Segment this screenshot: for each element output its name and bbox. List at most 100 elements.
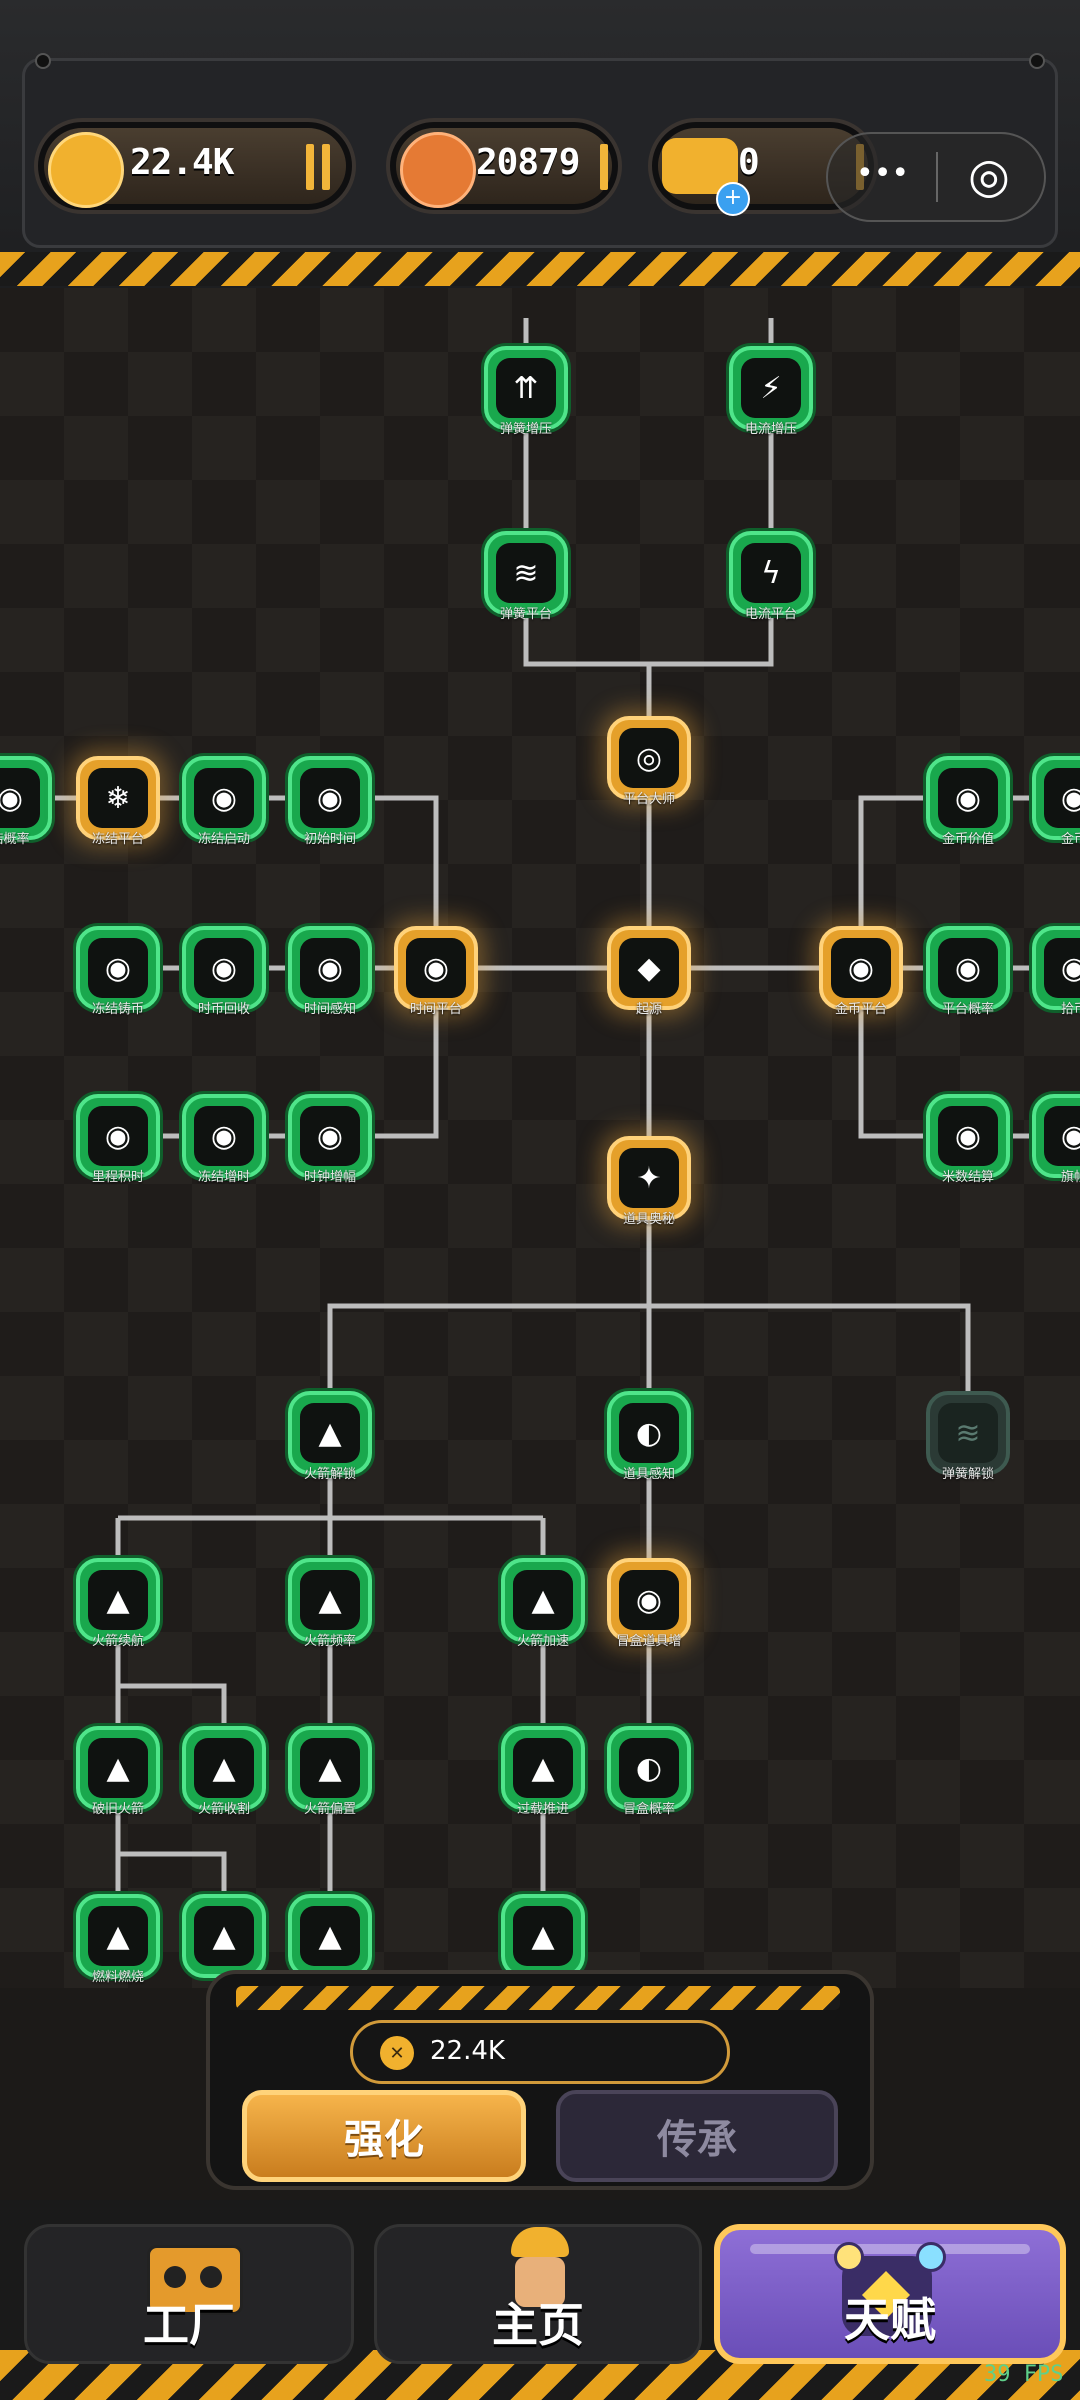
upgrade-button[interactable]: 强化 bbox=[242, 2090, 526, 2182]
talent-node[interactable]: ◉ bbox=[76, 1094, 160, 1178]
coin-counter[interactable]: 22.4K bbox=[34, 118, 356, 214]
talent-node[interactable]: ◉ bbox=[394, 926, 478, 1010]
talent-node[interactable]: ◉ bbox=[926, 926, 1010, 1010]
talent-node-icon: ◉ bbox=[1044, 1106, 1080, 1166]
crystal-bars-icon bbox=[600, 144, 612, 190]
talent-node[interactable]: ▲ bbox=[76, 1894, 160, 1978]
talent-node[interactable]: ◉ bbox=[76, 926, 160, 1010]
talent-node[interactable]: ◉ bbox=[926, 756, 1010, 840]
talent-node-icon: ◉ bbox=[831, 938, 891, 998]
talent-node[interactable]: ▲ bbox=[182, 1726, 266, 1810]
talent-node[interactable]: ▲ bbox=[288, 1894, 372, 1978]
talent-node-icon: ◉ bbox=[0, 768, 40, 828]
nav-home[interactable]: 主页 bbox=[374, 2224, 702, 2364]
talent-node[interactable]: ≋ bbox=[926, 1391, 1010, 1475]
talent-node-icon: ◉ bbox=[938, 938, 998, 998]
talent-node-icon: ◉ bbox=[194, 768, 254, 828]
talent-node[interactable]: ◉ bbox=[0, 756, 52, 840]
talent-node-icon: ▲ bbox=[300, 1738, 360, 1798]
nav-home-label: 主页 bbox=[492, 2298, 584, 2352]
talent-node-icon: ◉ bbox=[938, 768, 998, 828]
talent-node[interactable]: ◉ bbox=[182, 1094, 266, 1178]
talent-node[interactable]: ◉ bbox=[1032, 1094, 1080, 1178]
talent-node[interactable]: ◉ bbox=[1032, 926, 1080, 1010]
caution-stripe-panel bbox=[236, 1986, 840, 2010]
talent-node-label: 道具感知 bbox=[622, 1467, 675, 1482]
talent-node-icon: ▲ bbox=[300, 1403, 360, 1463]
talent-node-icon: ◉ bbox=[938, 1106, 998, 1166]
talent-node[interactable]: ▲ bbox=[76, 1726, 160, 1810]
talent-node[interactable]: ◉ bbox=[288, 756, 372, 840]
talent-node-label: 火箭收割 bbox=[197, 1802, 250, 1817]
talent-node-label: 里程积时 bbox=[91, 1170, 144, 1185]
talent-node-icon: ▲ bbox=[513, 1570, 573, 1630]
talent-node[interactable]: ▲ bbox=[501, 1726, 585, 1810]
talent-tree[interactable]: ⇈弹簧增压⚡电流增压≋弹簧平台ϟ电流平台◎平台大师◉结概率❄冻结平台◉冻结启动◉… bbox=[0, 288, 1080, 1988]
talent-node-label: 电流增压 bbox=[744, 422, 797, 437]
talent-node-label: 火箭解锁 bbox=[303, 1467, 356, 1482]
coin-icon bbox=[48, 132, 124, 208]
talent-node[interactable]: ◐ bbox=[607, 1726, 691, 1810]
more-icon[interactable]: ••• bbox=[856, 156, 910, 191]
talent-node[interactable]: ◉ bbox=[926, 1094, 1010, 1178]
talent-node[interactable]: ◆ bbox=[607, 926, 691, 1010]
talent-node[interactable]: ◉ bbox=[819, 926, 903, 1010]
talent-node-label: 弹簧增压 bbox=[499, 422, 552, 437]
cost-value: 22.4K bbox=[430, 2036, 505, 2066]
talent-node[interactable]: ◐ bbox=[607, 1391, 691, 1475]
talent-node[interactable]: ❄ bbox=[76, 756, 160, 840]
talent-node[interactable]: ▲ bbox=[288, 1558, 372, 1642]
talent-node-label: 火箭加速 bbox=[516, 1634, 569, 1649]
rivet-icon bbox=[35, 53, 51, 69]
talent-node-icon: ⚡ bbox=[741, 358, 801, 418]
talent-node[interactable]: ▲ bbox=[501, 1894, 585, 1978]
nav-talent-label: 天赋 bbox=[844, 2293, 936, 2347]
talent-node-icon: ▲ bbox=[194, 1738, 254, 1798]
talent-node-label: 时间平台 bbox=[409, 1002, 462, 1017]
crystal-counter[interactable]: 20879 bbox=[386, 118, 622, 214]
talent-node-icon: ▲ bbox=[300, 1570, 360, 1630]
talent-node-label: 拾币 bbox=[1060, 1002, 1080, 1017]
talent-node-label: 道具奥秘 bbox=[622, 1212, 675, 1227]
talent-node[interactable]: ◉ bbox=[288, 926, 372, 1010]
talent-node[interactable]: ◉ bbox=[182, 926, 266, 1010]
talent-node-label: 过载推进 bbox=[516, 1802, 569, 1817]
talent-node[interactable]: ◉ bbox=[607, 1558, 691, 1642]
inherit-button[interactable]: 传承 bbox=[556, 2090, 838, 2182]
plus-icon[interactable]: + bbox=[716, 182, 750, 216]
close-target-icon[interactable]: ◎ bbox=[968, 148, 1010, 204]
talent-node[interactable]: ▲ bbox=[288, 1391, 372, 1475]
talent-node-icon: ◉ bbox=[1044, 938, 1080, 998]
talent-node-label: 起源 bbox=[635, 1002, 662, 1017]
talent-node-label: 火箭频率 bbox=[303, 1634, 356, 1649]
talent-node[interactable]: ✦ bbox=[607, 1136, 691, 1220]
talent-node-label: 冻结铸币 bbox=[91, 1002, 144, 1017]
talent-node-label: 金币 bbox=[1060, 832, 1080, 847]
caution-stripe-top bbox=[0, 252, 1080, 286]
talent-node[interactable]: ◎ bbox=[607, 716, 691, 800]
talent-node[interactable]: ϟ bbox=[729, 531, 813, 615]
crystal-value: 20879 bbox=[476, 142, 580, 183]
talent-node-icon: ▲ bbox=[300, 1906, 360, 1966]
coin-icon: ✕ bbox=[380, 2036, 414, 2070]
talent-node-label: 平台概率 bbox=[941, 1002, 994, 1017]
talent-node-icon: ◉ bbox=[300, 1106, 360, 1166]
talent-node[interactable]: ▲ bbox=[182, 1894, 266, 1978]
talent-node-icon: ⇈ bbox=[496, 358, 556, 418]
talent-node-icon: ◉ bbox=[194, 938, 254, 998]
talent-node[interactable]: ◉ bbox=[182, 756, 266, 840]
nav-talent[interactable]: 天赋 bbox=[714, 2224, 1066, 2364]
talent-node[interactable]: ⚡ bbox=[729, 346, 813, 430]
nav-factory[interactable]: 工厂 bbox=[24, 2224, 354, 2364]
talent-node-icon: ◉ bbox=[300, 768, 360, 828]
talent-node[interactable]: ◉ bbox=[1032, 756, 1080, 840]
talent-node[interactable]: ▲ bbox=[501, 1558, 585, 1642]
talent-node[interactable]: ▲ bbox=[76, 1558, 160, 1642]
talent-node[interactable]: ▲ bbox=[288, 1726, 372, 1810]
talent-node[interactable]: ⇈ bbox=[484, 346, 568, 430]
talent-node-icon: ▲ bbox=[194, 1906, 254, 1966]
talent-node[interactable]: ◉ bbox=[288, 1094, 372, 1178]
talent-node-icon: ▲ bbox=[513, 1906, 573, 1966]
talent-node[interactable]: ≋ bbox=[484, 531, 568, 615]
talent-node-label: 冻结平台 bbox=[91, 832, 144, 847]
